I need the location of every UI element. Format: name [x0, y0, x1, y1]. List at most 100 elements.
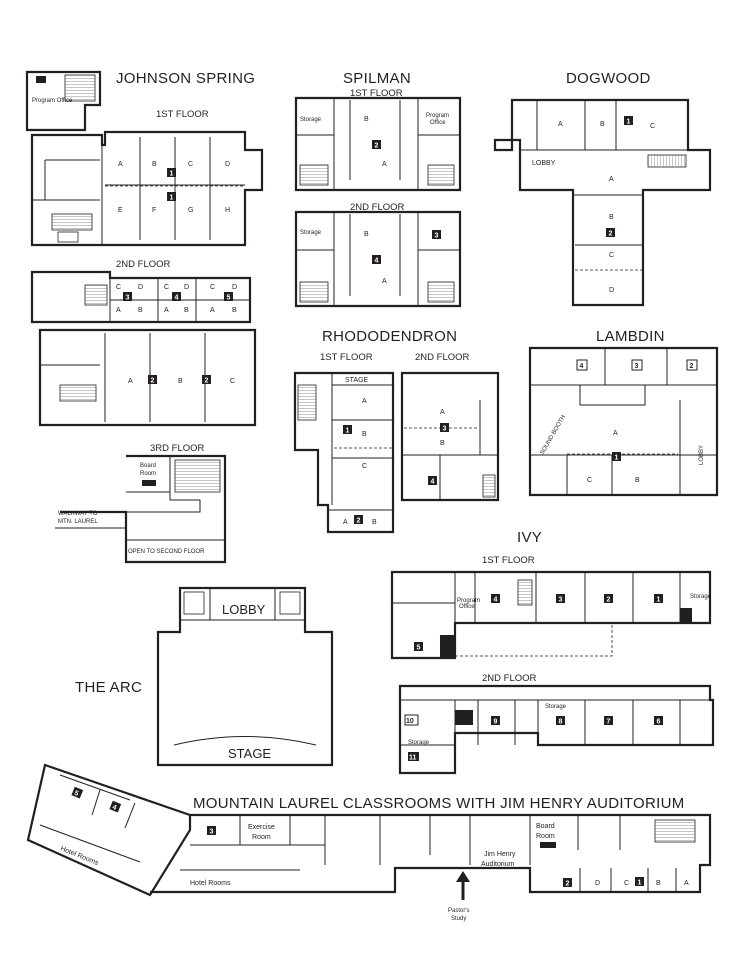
- js3-board-room-2: Room: [140, 471, 156, 477]
- lambdin-room-c: C: [587, 477, 592, 484]
- ml-auditorium-1: Jim Henry: [484, 851, 516, 858]
- js2-room-c2: C: [164, 284, 169, 291]
- rhodo1-room-a: A: [362, 398, 367, 405]
- ml-num-5: 5: [73, 790, 79, 798]
- the-arc-lobby: LOBBY: [222, 602, 266, 617]
- js2-room-c3: C: [210, 284, 215, 291]
- spilman2-room-b: B: [364, 231, 369, 238]
- dogwood-room-c-wing: C: [609, 252, 614, 259]
- ivy1-storage: Storage: [690, 594, 712, 600]
- lambdin-num-1: 1: [615, 455, 619, 462]
- rhodo2-room-a: A: [440, 409, 445, 416]
- rhododendron-stage: STAGE: [345, 377, 369, 384]
- js2-num-4: 4: [175, 295, 179, 302]
- lambdin-num-3: 3: [635, 363, 639, 370]
- spilman2-num-3: 3: [435, 233, 439, 240]
- js2-room-a1: A: [116, 307, 121, 314]
- ivy2-num-7: 7: [607, 719, 611, 726]
- js1-room-b: B: [152, 161, 157, 168]
- lambdin-lobby: LOBBY: [699, 445, 705, 465]
- johnson-spring-building: JOHNSON SPRING 1ST FLOOR Program Office …: [25, 70, 264, 564]
- ml-pastors-study-2: Study: [451, 916, 466, 922]
- js2-room-c-lower: C: [230, 378, 235, 385]
- ivy-floor1-label: 1ST FLOOR: [482, 555, 535, 566]
- ivy2-num-9: 9: [494, 719, 498, 726]
- rhodo2-num-4: 4: [431, 479, 435, 486]
- rhodo1-room-b-lower: B: [372, 519, 377, 526]
- spilman1-room-a: A: [382, 161, 387, 168]
- spilman-floor1-label: 1ST FLOOR: [350, 88, 403, 99]
- johnson-spring-program-office: Program Office: [32, 98, 73, 104]
- lambdin-building: LAMBDIN 4 3 2 A C B 1 LOBBY SOUND BOOTH: [528, 328, 719, 497]
- ml-auditorium-2: Auditorium: [481, 861, 515, 868]
- johnson-spring-floor1-label: 1ST FLOOR: [156, 109, 209, 120]
- ml-room-a: A: [684, 880, 689, 887]
- js2-room-d3: D: [232, 284, 237, 291]
- ivy1-program-office-2: Office: [459, 604, 475, 610]
- ml-board-room-2: Room: [536, 833, 555, 840]
- rhodo1-room-c: C: [362, 463, 367, 470]
- lambdin-num-2: 2: [690, 363, 694, 370]
- rhododendron-title: RHODODENDRON: [322, 328, 457, 345]
- ivy-floor1-rooms: 4 3 2 1 5: [414, 594, 663, 652]
- dogwood-building: DOGWOOD LOBBY A B C 1 A B C D 2: [493, 70, 712, 307]
- ivy2-num-8: 8: [559, 719, 563, 726]
- rhodo2-room-b: B: [440, 440, 445, 447]
- js2-room-b1: B: [138, 307, 143, 314]
- dogwood-num-1: 1: [627, 119, 631, 126]
- lambdin-room-a: A: [613, 430, 618, 437]
- js2-num-2b: 2: [205, 378, 209, 385]
- lambdin-room-b: B: [635, 477, 640, 484]
- js1-room-f: F: [152, 207, 156, 214]
- lambdin-rooms: 4 3 2 A C B 1: [576, 359, 698, 484]
- spilman2-num-4: 4: [375, 258, 379, 265]
- dogwood-room-b-wing: B: [609, 214, 614, 221]
- rhododendron-floor1-label: 1ST FLOOR: [320, 352, 373, 363]
- johnson-spring-floor2-label: 2ND FLOOR: [116, 259, 171, 270]
- js1-num-a: 1: [170, 171, 174, 178]
- spilman-floor2-label: 2ND FLOOR: [350, 202, 405, 213]
- js2-room-a-lower: A: [128, 378, 133, 385]
- rhododendron-floor2-label: 2ND FLOOR: [415, 352, 470, 363]
- js2-num-3: 3: [126, 295, 130, 302]
- js1-room-d: D: [225, 161, 230, 168]
- spilman2-room-a: A: [382, 278, 387, 285]
- js3-walkway-1: WALKWAY TO: [58, 511, 98, 517]
- dogwood-room-a-top: A: [558, 121, 563, 128]
- ml-num-1: 1: [638, 880, 642, 887]
- spilman-program-office-2: Office: [430, 120, 446, 126]
- dogwood-num-2: 2: [609, 231, 613, 238]
- ivy-title: IVY: [517, 529, 542, 546]
- ml-pastors-study-1: Pastor's: [448, 908, 470, 914]
- spilman-storage-2: Storage: [300, 230, 322, 236]
- ml-num-3: 3: [210, 829, 214, 836]
- the-arc-title: THE ARC: [75, 679, 142, 696]
- js3-board-room-1: Board: [140, 463, 156, 469]
- spilman1-num-2: 2: [375, 143, 379, 150]
- johnson-spring-1f-rooms: A B C D E F G H 1 1: [118, 161, 230, 214]
- rhodo1-num-2: 2: [357, 518, 361, 525]
- ml-exercise-room-2: Room: [252, 834, 271, 841]
- js1-num-b: 1: [170, 195, 174, 202]
- spilman-building: SPILMAN 1ST FLOOR Storage Program Office…: [294, 70, 462, 308]
- js1-room-e: E: [118, 207, 123, 214]
- js2-room-b-lower: B: [178, 378, 183, 385]
- ivy-floor2-label: 2ND FLOOR: [482, 673, 537, 684]
- ivy2-storage: Storage: [408, 740, 430, 746]
- ivy2-storage-b: Storage: [545, 704, 567, 710]
- johnson-spring-floor3-label: 3RD FLOOR: [150, 443, 205, 454]
- ivy1-num-2: 2: [607, 597, 611, 604]
- johnson-spring-2f-rooms: C D A B C D A B C D A B 3 4 5 A B C 2 2: [116, 284, 237, 385]
- ivy2-num-10: 10: [406, 718, 414, 725]
- ml-num-2: 2: [566, 881, 570, 888]
- rhododendron-building: RHODODENDRON 1ST FLOOR STAGE A B C 1 A B…: [293, 328, 500, 534]
- ml-num-4: 4: [111, 804, 117, 812]
- js2-room-c1: C: [116, 284, 121, 291]
- js1-room-h: H: [225, 207, 230, 214]
- spilman1-room-b: B: [364, 116, 369, 123]
- rhodo1-num-1: 1: [346, 428, 350, 435]
- js2-room-b2: B: [184, 307, 189, 314]
- ml-room-d: D: [595, 880, 600, 887]
- dogwood-lobby: LOBBY: [532, 160, 556, 167]
